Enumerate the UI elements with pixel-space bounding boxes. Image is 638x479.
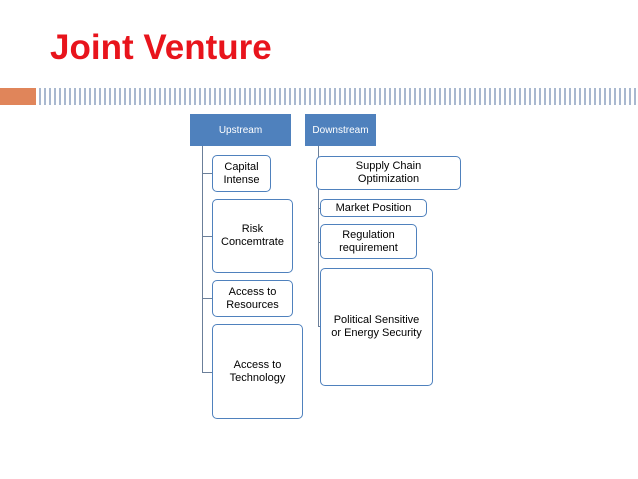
- upstream-connector-branch: [202, 298, 212, 299]
- upstream-node-risk-concentrate: Risk Concemtrate: [212, 199, 293, 273]
- upstream-connector-trunk: [202, 146, 203, 372]
- upstream-node-capital-intense: Capital Intense: [212, 155, 271, 192]
- downstream-connector-branch: [318, 326, 320, 327]
- upstream-node-access-to-technology: Access to Technology: [212, 324, 303, 419]
- downstream-connector-trunk: [318, 146, 319, 326]
- downstream-node-market-position: Market Position: [320, 199, 427, 217]
- upstream-connector-branch: [202, 173, 212, 174]
- title-stripe-bar: [39, 88, 638, 105]
- downstream-header: Downstream: [305, 114, 376, 146]
- upstream-node-access-to-resources: Access to Resources: [212, 280, 293, 317]
- upstream-connector-branch: [202, 236, 212, 237]
- slide-title: Joint Venture: [50, 28, 272, 67]
- downstream-node-regulation-requirement: Regulation requirement: [320, 224, 417, 259]
- downstream-node-political-sensitive: Political Sensitive or Energy Security: [320, 268, 433, 386]
- upstream-header: Upstream: [190, 114, 291, 146]
- upstream-connector-branch: [202, 372, 212, 373]
- downstream-connector-branch: [318, 208, 320, 209]
- downstream-node-supply-chain-optimization: Supply Chain Optimization: [316, 156, 461, 190]
- downstream-connector-branch: [318, 242, 320, 243]
- title-accent-block: [0, 88, 36, 105]
